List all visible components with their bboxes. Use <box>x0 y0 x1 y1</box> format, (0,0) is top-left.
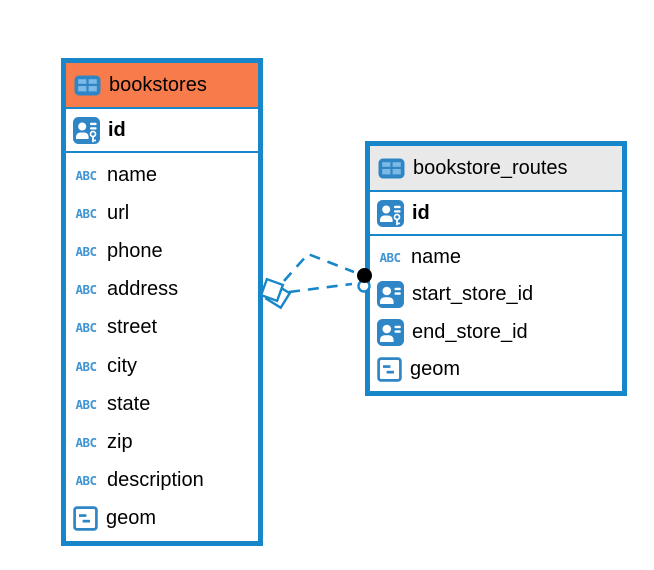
text-type-icon: ABC <box>75 205 97 221</box>
table-title: bookstores <box>109 73 207 96</box>
text-type-icon: ABC <box>75 473 97 489</box>
column-name: address <box>107 278 179 301</box>
column-row[interactable]: ABC street <box>73 309 251 347</box>
primary-key-name: id <box>412 201 430 224</box>
column-name: name <box>411 246 462 269</box>
text-type-icon: ABC <box>75 167 97 183</box>
text-type-icon: ABC <box>379 250 401 266</box>
column-row[interactable]: ABC address <box>73 271 251 309</box>
column-name: name <box>107 163 158 186</box>
column-row[interactable]: geom <box>73 500 251 538</box>
column-row[interactable]: ABC phone <box>73 232 251 270</box>
column-name: end_store_id <box>412 320 528 343</box>
column-row[interactable]: ABC name <box>377 239 615 276</box>
column-name: geom <box>410 357 461 380</box>
column-name: url <box>107 201 130 224</box>
column-row[interactable]: start_store_id <box>377 276 615 313</box>
column-row[interactable]: ABC name <box>73 156 251 194</box>
column-name: description <box>107 469 204 492</box>
table-title: bookstore_routes <box>413 156 568 179</box>
column-row[interactable]: ABC city <box>73 347 251 385</box>
column-name: start_store_id <box>412 283 534 306</box>
column-name: geom <box>106 507 157 530</box>
text-type-icon: ABC <box>75 435 97 451</box>
column-name: street <box>107 316 158 339</box>
reference-icon <box>377 281 404 309</box>
many-side-diamond-endpoint-front[interactable] <box>259 277 285 303</box>
column-row[interactable]: ABC url <box>73 194 251 232</box>
column-name: city <box>107 354 137 377</box>
primary-key-icon <box>73 116 100 144</box>
table-header-bookstore-routes[interactable]: bookstore_routes <box>370 146 622 192</box>
many-side-diamond-endpoint-back[interactable] <box>264 282 292 310</box>
primary-key-name: id <box>108 118 126 141</box>
column-row[interactable]: ABC zip <box>73 423 251 461</box>
reference-icon <box>377 318 404 346</box>
column-row[interactable]: ABC state <box>73 385 251 423</box>
table-icon <box>378 158 405 179</box>
text-type-icon: ABC <box>75 282 97 298</box>
column-name: zip <box>107 431 133 454</box>
text-type-icon: ABC <box>75 320 97 336</box>
text-type-icon: ABC <box>75 358 97 374</box>
text-type-icon: ABC <box>75 396 97 412</box>
object-icon <box>73 506 98 532</box>
column-row[interactable]: ABC description <box>73 462 251 500</box>
table-bookstore-routes[interactable]: bookstore_routes id ABC name start_store_i… <box>365 141 627 396</box>
table-icon <box>74 75 101 96</box>
relationship-dashed-line-1[interactable] <box>283 252 355 282</box>
column-row[interactable]: geom <box>377 351 615 388</box>
column-name: state <box>107 392 151 415</box>
primary-key-icon <box>377 199 404 227</box>
column-row[interactable]: end_store_id <box>377 314 615 351</box>
relationship-dashed-line-2[interactable] <box>288 282 353 294</box>
primary-key-row[interactable]: id <box>66 109 258 153</box>
primary-key-row[interactable]: id <box>370 192 622 236</box>
object-icon <box>377 357 402 382</box>
column-name: phone <box>107 240 163 262</box>
table-header-bookstores[interactable]: bookstores <box>66 63 258 109</box>
text-type-icon: ABC <box>75 244 97 259</box>
